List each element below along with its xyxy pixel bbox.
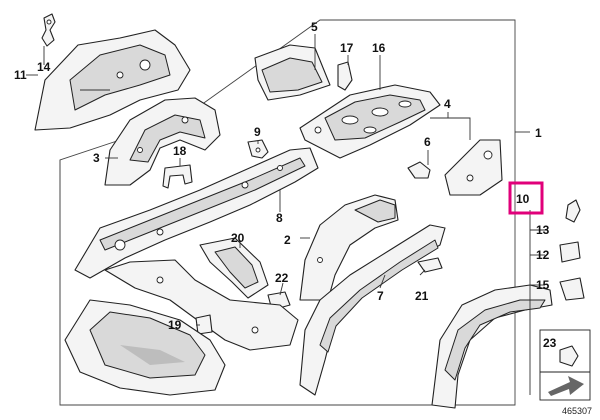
- callout-22: 22: [275, 271, 289, 285]
- part-21-clip: [417, 257, 443, 273]
- callout-labels: 1 2 3 4 5 6 7 8 9 11 12 13 14 15 16 17 1…: [14, 20, 557, 350]
- part-6-clip: [407, 161, 431, 179]
- callout-20: 20: [231, 231, 245, 245]
- part-10-wheel-arch: [431, 284, 553, 409]
- assembly-frame: [59, 19, 516, 406]
- callout-21: 21: [415, 289, 429, 303]
- part-12-bracket: [559, 241, 581, 263]
- callout-5: 5: [311, 20, 318, 34]
- reference-number: 465307: [562, 406, 592, 416]
- part-4-bracket: [444, 139, 503, 196]
- part-20-bracket: [199, 237, 269, 299]
- push-clip-icon: [559, 345, 579, 367]
- part-9-bracket: [247, 139, 269, 159]
- callout-6: 6: [424, 135, 431, 149]
- callout-12: 12: [536, 248, 550, 262]
- callout-3: 3: [93, 151, 100, 165]
- callout-19: 19: [168, 318, 182, 332]
- arrow-icon: [548, 376, 584, 396]
- callout-16: 16: [372, 41, 386, 55]
- leader-lines: [26, 34, 471, 326]
- lower-side-member: [104, 259, 299, 351]
- part-14-clip: [41, 13, 56, 47]
- callout-1: 1: [535, 126, 542, 140]
- callout-13: 13: [536, 223, 550, 237]
- callout-14: 14: [37, 60, 51, 74]
- callout-10: 10: [516, 192, 530, 206]
- callout-11: 11: [14, 68, 27, 82]
- part-18-bracket: [162, 164, 193, 189]
- callout-15: 15: [536, 278, 550, 292]
- callout-7: 7: [377, 289, 384, 303]
- floor-pan-section: [64, 299, 226, 396]
- callout-2: 2: [284, 233, 291, 247]
- part-7-reinforcement: [299, 224, 446, 396]
- part-23-panel: [539, 329, 591, 401]
- part-16-floor-panel: [299, 84, 441, 159]
- part-11-wheel-arch-liner: [34, 29, 191, 131]
- right-group-bracket: [515, 131, 548, 395]
- part-15-bracket: [559, 277, 585, 301]
- part-5-17-mount-box: [254, 44, 353, 101]
- callout-9: 9: [254, 125, 261, 139]
- callout-8: 8: [276, 211, 283, 225]
- part-13-clip: [565, 199, 581, 223]
- callout-23: 23: [543, 336, 557, 350]
- callout-4: 4: [444, 97, 451, 111]
- callout-17: 17: [340, 41, 354, 55]
- callout-18: 18: [173, 144, 187, 158]
- part-3-wheel-housing-inner: [104, 97, 221, 186]
- part-2-wheel-housing-outer: [299, 194, 399, 301]
- highlighted-callout-10[interactable]: 10: [508, 181, 544, 215]
- part-8-side-member: [74, 147, 319, 279]
- part-19-clip: [195, 314, 213, 335]
